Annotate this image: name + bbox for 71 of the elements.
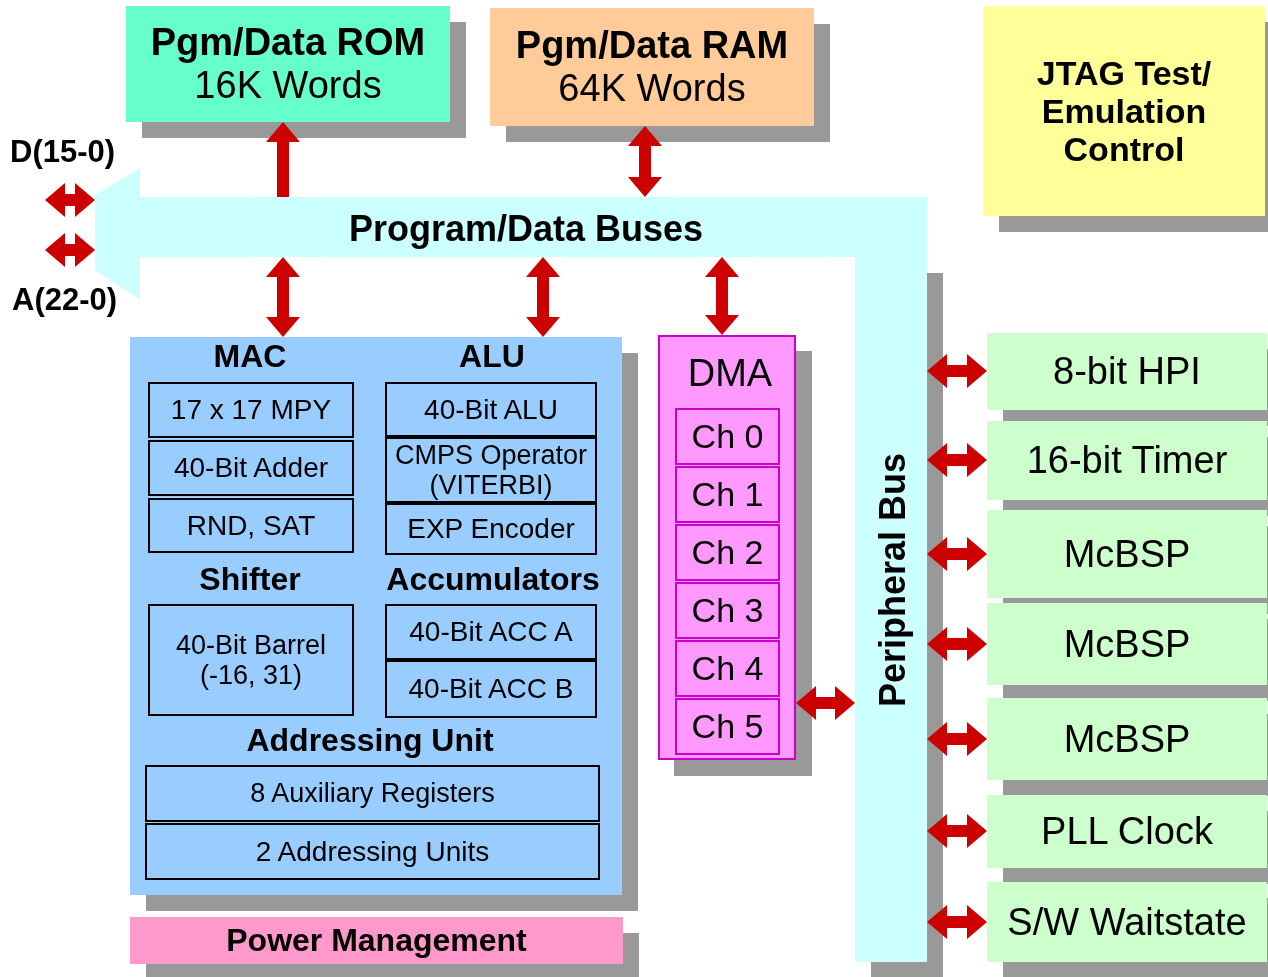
double-arrow [927,814,987,848]
section-heading: MAC [213,339,287,375]
arrow [266,122,300,197]
channel-block [675,640,780,697]
unit-block [148,382,354,438]
channel-block [675,524,780,581]
peripheral-label: McBSP [1063,622,1191,666]
unit-label: EXP Encoder [407,513,575,545]
panel-title: DMA [687,353,773,395]
unit-block [385,503,597,555]
double-arrow [45,183,95,217]
unit-block [148,604,354,716]
channel-label: Ch 4 [691,649,764,688]
peripheral-label: 8-bit HPI [1053,350,1201,393]
unit-block [385,382,597,437]
unit-block [385,660,597,718]
unit-label: 2 Addressing Units [255,835,490,868]
unit-label: 40-Bit Adder [173,452,329,484]
double-arrow [628,126,662,197]
double-arrow [927,905,987,939]
unit-label: CMPS Operator (VITERBI) [393,439,589,501]
channel-label: Ch 1 [691,475,764,514]
double-arrow [927,627,987,661]
unit-label: RND, SAT [186,509,316,542]
double-arrow [927,722,987,756]
unit-block [145,765,600,822]
channel-block [675,408,780,465]
double-arrow [705,257,739,335]
unit-block [148,498,354,553]
peripheral-label: McBSP [1063,532,1191,576]
unit-block [145,823,600,880]
unit-label: 17 x 17 MPY [170,394,332,426]
block-title: Power Management [226,922,527,959]
peripheral-label: PLL Clock [1041,810,1213,853]
double-arrow [927,443,987,477]
channel-block [675,698,780,755]
signal-label: D(15-0) [10,134,116,170]
block-title: Pgm/Data ROM [150,21,426,64]
peripheral-label: 16-bit Timer [1026,439,1228,482]
peripheral-label: S/W Waitstate [1007,900,1247,944]
double-arrow [796,686,855,720]
double-arrow [526,257,560,337]
double-arrow [266,257,300,337]
channel-label: Ch 2 [691,533,764,572]
block-title: JTAG Test/ Emulation Control [1035,53,1213,169]
unit-label: 40-Bit ACC B [408,673,574,705]
double-arrow [45,233,95,267]
unit-label: 40-Bit ALU [424,393,558,426]
double-arrow [927,354,987,388]
channel-label: Ch 0 [691,417,764,456]
channel-label: Ch 5 [691,707,764,746]
unit-label: 40-Bit ACC A [409,616,573,648]
block-subtitle: 64K Words [558,67,746,110]
double-arrow [927,537,987,571]
signal-label: A(22-0) [12,282,118,318]
unit-label: 40-Bit Barrel (-16, 31) [174,629,328,691]
section-heading: Accumulators [386,562,600,598]
bus-title: Peripheral Bus [873,452,913,708]
channel-block [675,466,780,523]
channel-label: Ch 3 [691,591,764,630]
unit-block [385,604,597,660]
section-heading: Addressing Unit [246,723,494,759]
section-heading: ALU [459,339,525,375]
block-title: Pgm/Data RAM [515,24,789,67]
bus-title: Program/Data Buses [348,209,704,249]
block-subtitle: 16K Words [194,64,382,107]
unit-block [148,440,354,496]
unit-label: 8 Auxiliary Registers [250,778,495,809]
channel-block [675,582,780,639]
peripheral-label: McBSP [1063,717,1191,761]
section-heading: Shifter [199,562,301,598]
